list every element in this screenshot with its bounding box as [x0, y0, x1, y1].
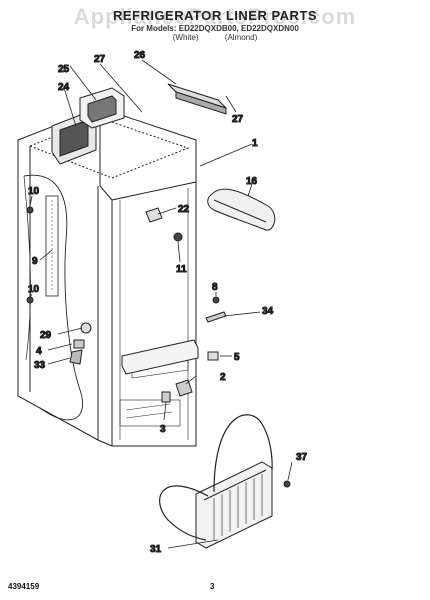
variant-line: (White) (Almond)	[0, 33, 430, 42]
screw-11	[173, 232, 183, 242]
leader-lines	[29, 59, 293, 549]
small-bracket	[145, 207, 163, 223]
part-33	[69, 349, 83, 365]
clip-5	[207, 351, 219, 361]
callout-33: 33	[34, 360, 46, 371]
callout-34: 34	[262, 306, 274, 317]
callout-25: 25	[58, 64, 70, 75]
callout-37: 37	[296, 452, 308, 463]
callout-31: 31	[150, 544, 162, 555]
shelf-guide	[205, 311, 227, 323]
callout-22: 22	[178, 204, 190, 215]
callout-29: 29	[40, 330, 52, 341]
part-3	[161, 391, 171, 403]
document-number: 4394159	[8, 582, 40, 591]
callout-24: 24	[58, 82, 70, 93]
liner-cabinet	[17, 107, 197, 447]
part-4	[73, 339, 85, 349]
screw-8	[212, 296, 220, 304]
callout-27-top-left: 27	[94, 54, 106, 65]
part-29	[80, 322, 92, 334]
callout-26: 26	[134, 50, 146, 61]
diagram-header: REFRIGERATOR LINER PARTS For Models: ED2…	[0, 8, 430, 42]
callout-5: 5	[234, 352, 240, 363]
watermark: AppliancePartsPros.com	[73, 4, 357, 29]
callout-10-upper: 10	[28, 186, 40, 197]
callout-3: 3	[160, 424, 166, 435]
models-line: For Models: ED22DQXDB00, ED22DQXDN00	[131, 24, 299, 33]
crisper-cover	[207, 188, 276, 231]
callout-2: 2	[220, 372, 226, 383]
diagram-title: REFRIGERATOR LINER PARTS	[112, 8, 318, 23]
variant-almond: (Almond)	[224, 33, 258, 42]
callout-1: 1	[252, 138, 258, 149]
callout-8: 8	[212, 282, 218, 293]
shelf-bracket	[121, 339, 199, 375]
page-number: 3	[210, 582, 215, 591]
screw-10-top	[26, 206, 34, 214]
callout-10-lower: 10	[28, 284, 40, 295]
wire-handle	[213, 414, 273, 493]
callout-16: 16	[246, 176, 258, 187]
callouts: 25 24 27 26 27 1 16 22 11 10 9 10 8 34 2…	[28, 50, 309, 556]
control-housing	[51, 87, 125, 165]
variant-white: (White)	[172, 33, 199, 42]
wire-harness	[23, 174, 84, 421]
crisper-pan-assembly	[159, 414, 291, 549]
screw-37	[283, 480, 291, 488]
callout-27-top-right: 27	[232, 114, 244, 125]
air-channel	[45, 195, 59, 297]
callout-9: 9	[32, 256, 38, 267]
callout-11: 11	[176, 264, 187, 275]
callout-4: 4	[36, 346, 42, 357]
screw-10-bottom	[26, 296, 34, 304]
